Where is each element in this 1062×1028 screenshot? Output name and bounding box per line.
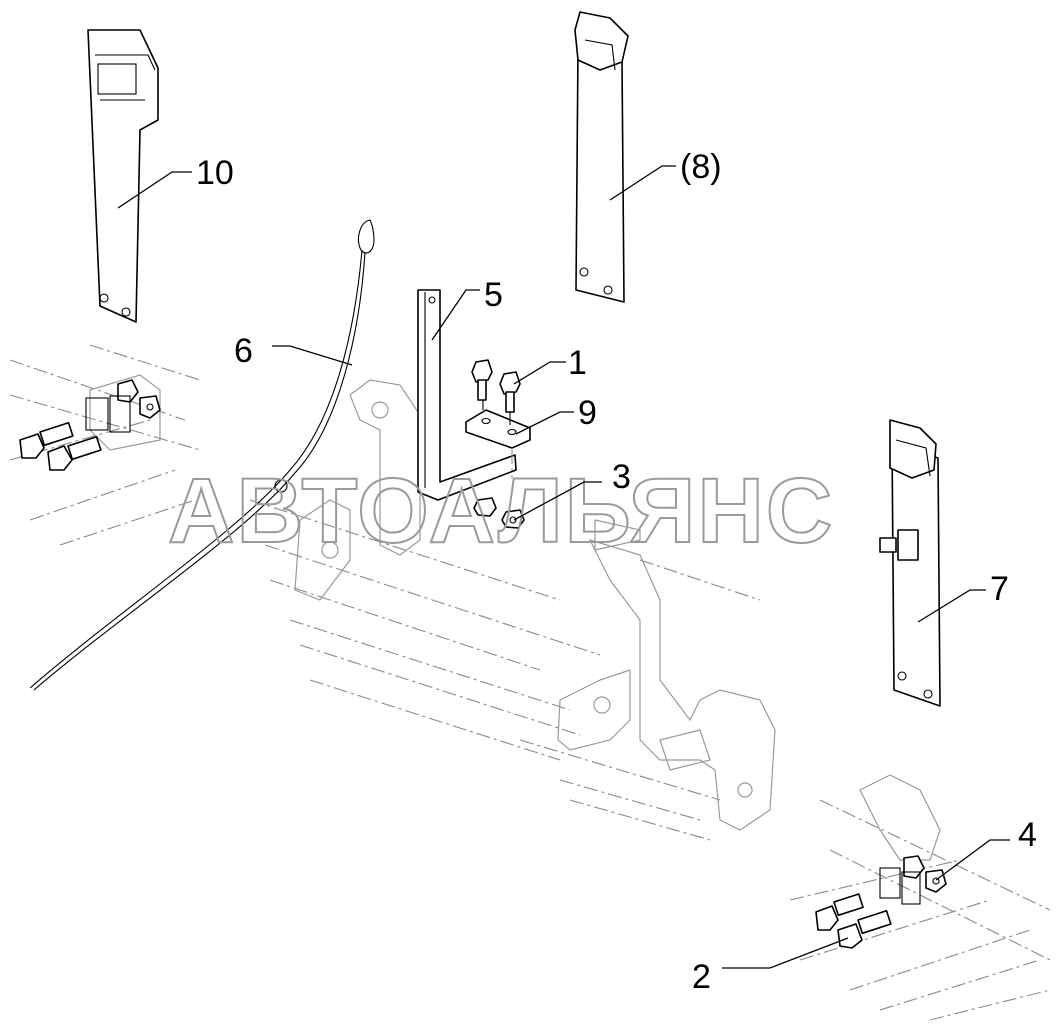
part-7-strap xyxy=(879,419,941,707)
callout-3: 3 xyxy=(612,458,631,496)
phantom-frame xyxy=(9,344,1051,1021)
part-8-strap xyxy=(574,11,629,303)
part-1-bolts xyxy=(471,359,521,478)
part-3-nuts xyxy=(473,497,525,529)
leader-lines xyxy=(117,165,1010,969)
callout-6: 6 xyxy=(234,332,253,370)
callout-4: 4 xyxy=(1018,816,1037,854)
callout-10: 10 xyxy=(196,154,234,192)
right-hardware-group xyxy=(815,855,947,949)
callout-1: 1 xyxy=(568,344,587,382)
callout-5: 5 xyxy=(484,276,503,314)
part-10-strap xyxy=(87,29,159,323)
callout-7: 7 xyxy=(990,570,1009,608)
part-5-angle-bracket xyxy=(417,289,517,501)
part-6-cable xyxy=(29,219,375,691)
hitch-frame-body xyxy=(89,374,941,861)
callout-9: 9 xyxy=(578,394,597,432)
callout-labels: 10 (8) 5 6 1 9 3 7 4 2 xyxy=(196,148,1037,996)
left-hardware-group xyxy=(19,379,161,471)
part-9-plate xyxy=(465,409,531,449)
callout-2: 2 xyxy=(692,958,711,996)
callout-8: (8) xyxy=(680,148,722,186)
watermark-text: АВТОАЛЬЯНС xyxy=(168,460,834,562)
